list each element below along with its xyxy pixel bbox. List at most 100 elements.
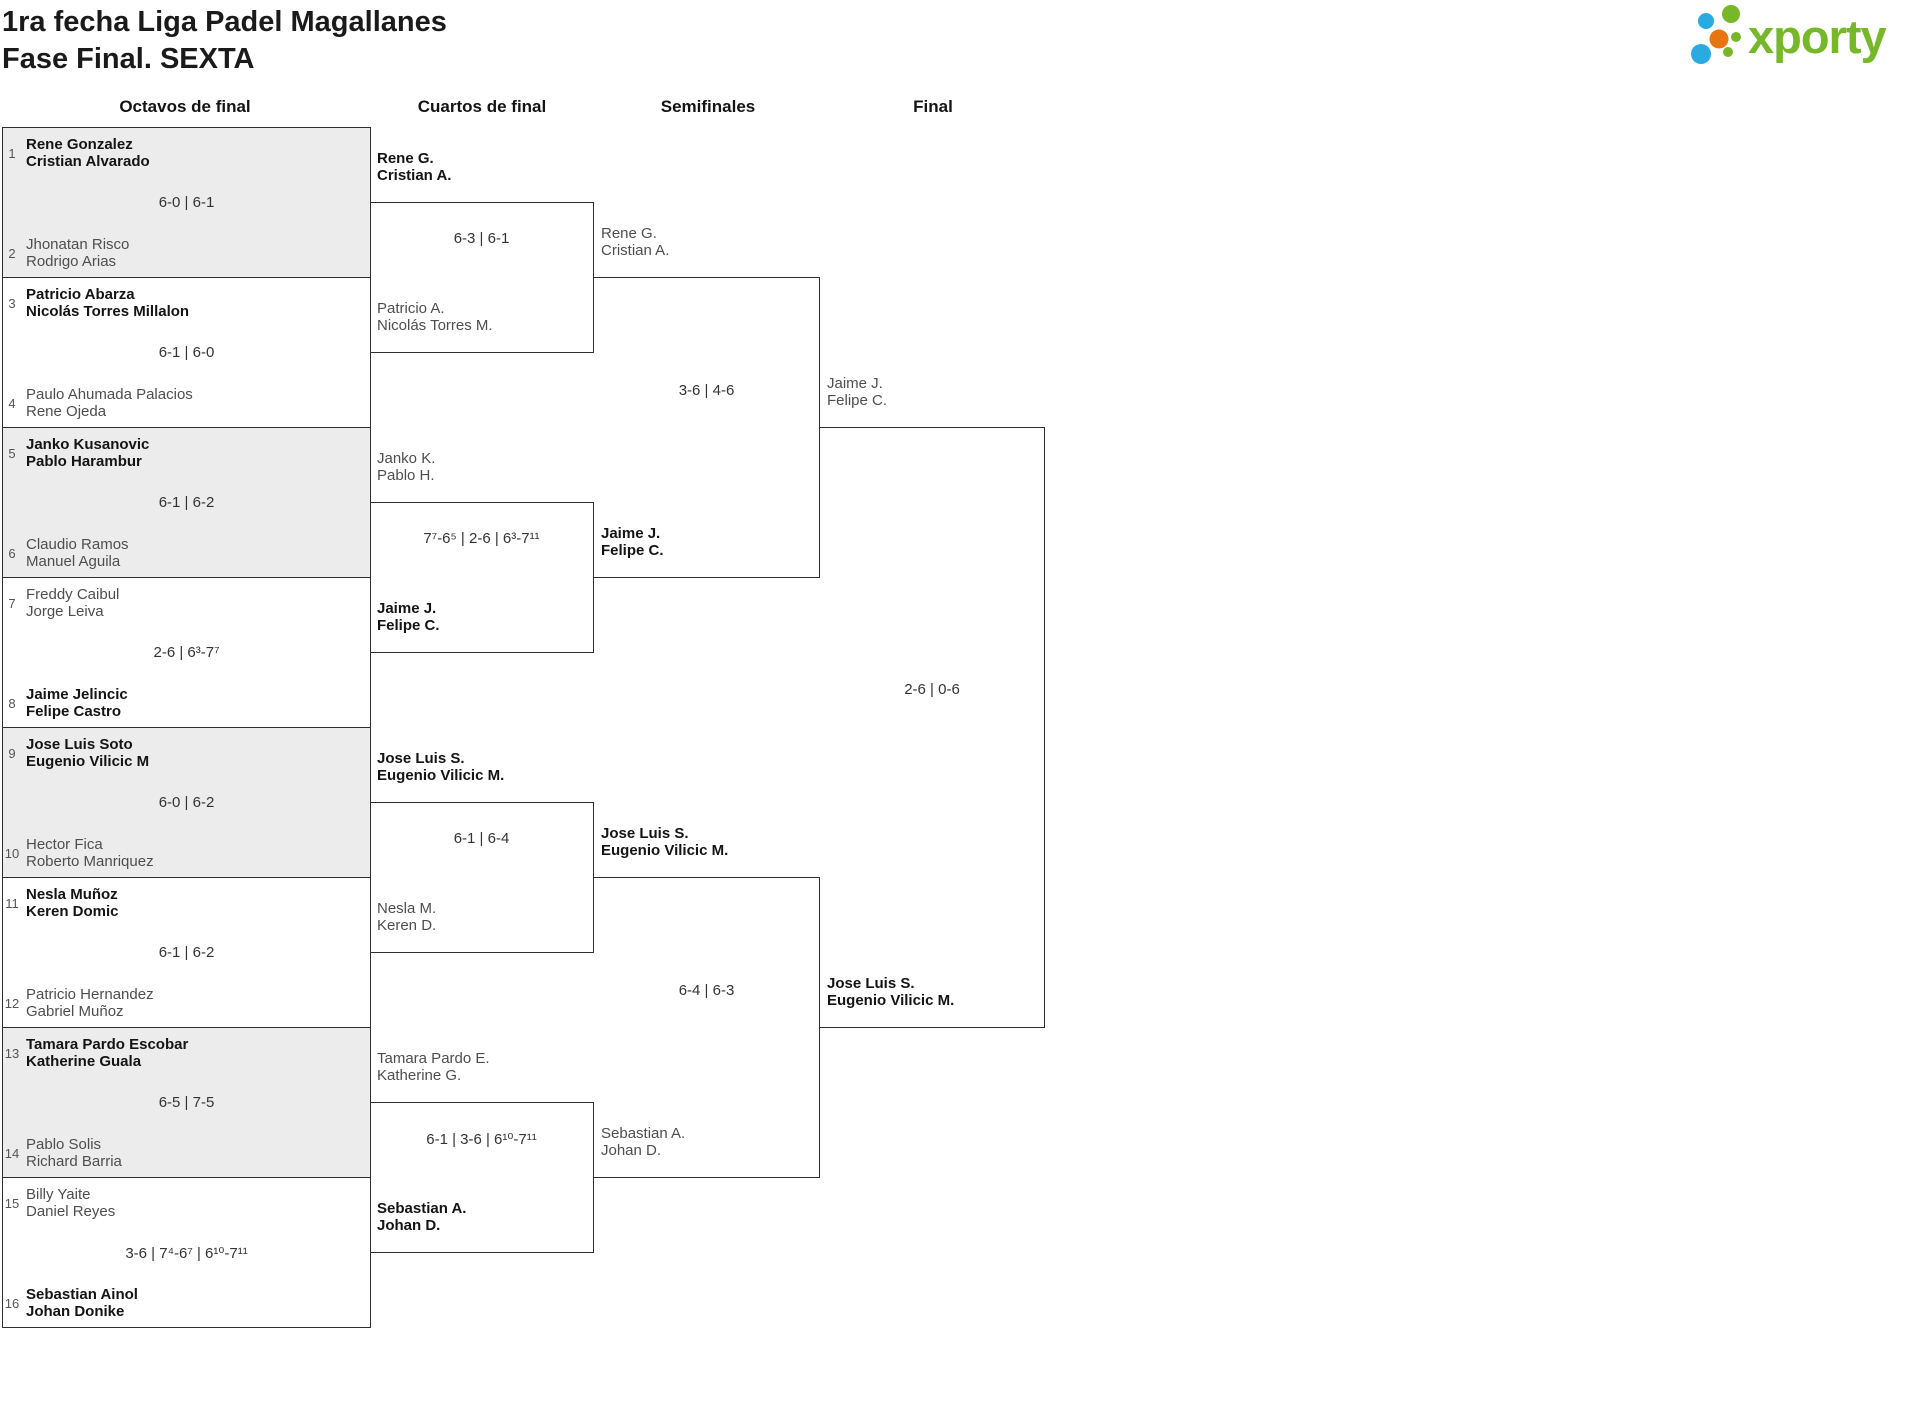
team-name: Patricio A. Nicolás Torres M.	[377, 300, 493, 334]
team-name: Pablo Solis Richard Barria	[26, 1136, 122, 1170]
seed-number: 12	[4, 996, 20, 1011]
team-line-2: Keren Domic	[26, 903, 119, 920]
page-title-line2: Fase Final. SEXTA	[2, 43, 255, 75]
semifinal-1-box: 3-6 | 4-6	[594, 277, 820, 578]
team-line-2: Nicolás Torres M.	[377, 317, 493, 334]
round-header-semifinales: Semifinales	[660, 97, 756, 116]
team-name: Sebastian A. Johan D.	[377, 1200, 466, 1234]
team-name: Rene G. Cristian A.	[377, 150, 451, 184]
seed-number: 8	[8, 696, 16, 711]
team-line-1: Jaime J.	[601, 525, 661, 542]
team-line-1: Patricio Hernandez	[26, 986, 154, 1003]
team-line-1: Jose Luis Soto	[26, 736, 133, 753]
team-name: Rene Gonzalez Cristian Alvarado	[26, 136, 150, 170]
team-name: Rene G. Cristian A.	[601, 225, 669, 259]
team-name: Claudio Ramos Manuel Aguila	[26, 536, 129, 570]
match-score: 6-1 | 6-2	[158, 494, 215, 511]
team-name: Jose Luis S. Eugenio Vilicic M.	[601, 825, 728, 859]
r16-match-3: 5 Janko Kusanovic Pablo Harambur 6-1 | 6…	[2, 427, 371, 578]
team-line-1: Paulo Ahumada Palacios	[26, 386, 193, 403]
team-line-1: Claudio Ramos	[26, 536, 129, 553]
team-line-2: Nicolás Torres Millalon	[26, 303, 190, 320]
seed-number: 3	[8, 296, 16, 311]
team-name: Hector Fica Roberto Manriquez	[26, 836, 154, 870]
logo-dot-blue-large	[1691, 44, 1711, 64]
team-line-2: Johan Donike	[26, 1303, 125, 1320]
seed-number: 16	[4, 1296, 20, 1311]
match-score: 2-6 | 6³-7⁷	[153, 644, 220, 661]
team-line-1: Pablo Solis	[26, 1136, 102, 1153]
round-header-octavos: Octavos de final	[119, 97, 251, 116]
match-score: 2-6 | 0-6	[904, 681, 960, 698]
r16-match-2: 3 Patricio Abarza Nicolás Torres Millalo…	[2, 277, 371, 428]
team-line-1: Jhonatan Risco	[26, 236, 130, 253]
round-header-cuartos: Cuartos de final	[417, 97, 547, 116]
match-score: 6-1 | 6-4	[453, 830, 510, 847]
match-score: 6-1 | 6-2	[158, 944, 215, 961]
seed-number: 9	[8, 746, 16, 761]
seed-number: 4	[8, 396, 16, 411]
team-line-2: Rodrigo Arias	[26, 253, 117, 270]
team-line-1: Rene G.	[377, 150, 434, 167]
match-score: 6-5 | 7-5	[158, 1094, 215, 1111]
seed-number: 7	[8, 596, 16, 611]
team-line-2: Felipe C.	[377, 617, 440, 634]
team-name: Patricio Abarza Nicolás Torres Millalon	[26, 286, 189, 320]
page-title-line1: 1ra fecha Liga Padel Magallanes	[2, 6, 447, 38]
team-line-1: Sebastian A.	[377, 1200, 467, 1217]
r16-match-8: 15 Billy Yaite Daniel Reyes 3-6 | 7⁴-6⁷ …	[2, 1177, 371, 1328]
team-line-2: Pablo Harambur	[26, 453, 142, 470]
team-name: Nesla Muñoz Keren Domic	[26, 886, 119, 920]
team-line-1: Janko K.	[377, 450, 436, 467]
team-name: Sebastian Ainol Johan Donike	[26, 1286, 138, 1320]
semifinal-2-box: 6-4 | 6-3	[594, 877, 820, 1178]
team-line-1: Rene Gonzalez	[26, 136, 133, 153]
team-line-2: Roberto Manriquez	[26, 853, 154, 870]
r16-match-1: 1 Rene Gonzalez Cristian Alvarado 6-0 | …	[2, 127, 371, 278]
team-line-1: Hector Fica	[26, 836, 103, 853]
team-line-1: Tamara Pardo Escobar	[26, 1036, 189, 1053]
logo-dot-orange	[1709, 29, 1729, 49]
r16-match-5: 9 Jose Luis Soto Eugenio Vilicic M 6-0 |…	[2, 727, 371, 878]
team-line-1: Patricio A.	[377, 300, 445, 317]
team-line-2: Felipe C.	[827, 392, 888, 409]
team-line-2: Cristian Alvarado	[26, 153, 150, 170]
seed-number: 2	[8, 246, 16, 261]
round-header-final: Final	[913, 97, 953, 116]
team-line-2: Felipe Castro	[26, 703, 122, 720]
team-line-1: Jaime J.	[827, 375, 883, 392]
team-line-2: Richard Barria	[26, 1153, 122, 1170]
r16-match-7: 13 Tamara Pardo Escobar Katherine Guala …	[2, 1027, 371, 1178]
team-name: Jose Luis S. Eugenio Vilicic M.	[827, 975, 954, 1009]
team-name: Jhonatan Risco Rodrigo Arias	[26, 236, 129, 270]
logo-dot-green-small-bottom	[1723, 47, 1733, 57]
team-line-2: Keren D.	[377, 917, 437, 934]
team-name: Tamara Pardo E. Katherine G.	[377, 1050, 490, 1084]
logo-dot-blue-small	[1698, 13, 1714, 29]
team-name: Janko K. Pablo H.	[377, 450, 435, 484]
seed-number: 14	[4, 1146, 20, 1161]
team-line-2: Katherine G.	[377, 1067, 462, 1084]
seed-number: 10	[4, 846, 20, 861]
team-line-2: Eugenio Vilicic M.	[601, 842, 729, 859]
team-line-1: Jaime Jelincic	[26, 686, 128, 703]
team-name: Paulo Ahumada Palacios Rene Ojeda	[26, 386, 193, 420]
team-line-1: Sebastian Ainol	[26, 1286, 138, 1303]
team-line-2: Eugenio Vilicic M.	[377, 767, 505, 784]
page-title: 1ra fecha Liga Padel Magallanes Fase Fin…	[2, 4, 447, 78]
team-name: Freddy Caibul Jorge Leiva	[26, 586, 119, 620]
quarterfinal-3-box: 6-1 | 6-4	[370, 802, 594, 953]
team-line-2: Eugenio Vilicic M.	[827, 992, 955, 1009]
seed-number: 5	[8, 446, 16, 461]
team-line-2: Daniel Reyes	[26, 1203, 116, 1220]
logo-wordmark: xporty	[1748, 10, 1887, 63]
quarterfinal-1-box: 6-3 | 6-1	[370, 202, 594, 353]
seed-number: 11	[5, 896, 19, 911]
seed-number: 6	[8, 546, 16, 561]
xporty-logo: xporty	[1691, 5, 1888, 64]
team-line-2: Felipe C.	[601, 542, 664, 559]
quarterfinal-2-box: 7⁷-6⁵ | 2-6 | 6³-7¹¹	[370, 502, 594, 653]
match-score: 6-1 | 6-0	[158, 344, 215, 361]
team-name: Jaime J. Felipe C.	[377, 600, 440, 634]
